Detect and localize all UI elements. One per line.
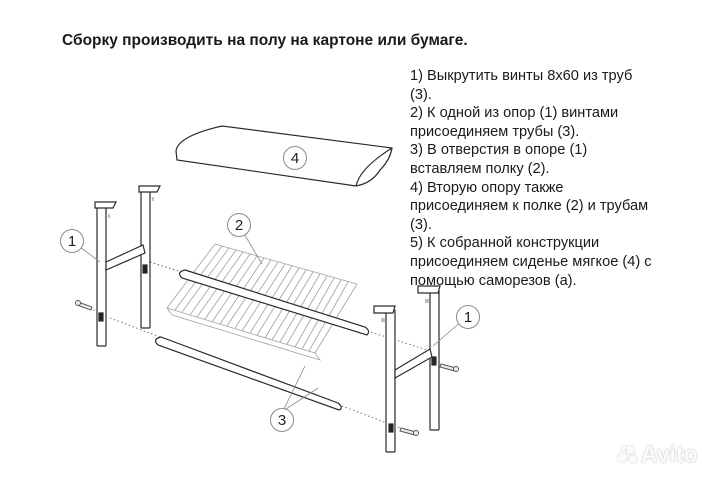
- instruction-line: помощью саморезов (а).: [410, 272, 577, 289]
- assembly-title: Сборку производить на полу на картоне ил…: [62, 32, 468, 49]
- screw-icon: [399, 363, 459, 436]
- svg-text:ı: ı: [152, 196, 154, 203]
- left-support-frame: ı ı: [94, 185, 161, 347]
- instruction-line: 5) К собранной конструкции: [410, 235, 600, 252]
- callout-seat: 4: [283, 146, 307, 170]
- instruction-line: 2) К одной из опор (1) винтами: [410, 105, 619, 122]
- instruction-line: присоединяем трубы (3).: [410, 123, 580, 140]
- callout-support-left: 1: [60, 229, 84, 253]
- assembly-instructions: 1) Выкрутить винты 8х60 из труб (3). 2) …: [410, 67, 710, 290]
- callout-tubes: 3: [270, 408, 294, 432]
- svg-text:ıı: ıı: [381, 317, 385, 324]
- instruction-line: 1) Выкрутить винты 8х60 из труб: [410, 68, 633, 84]
- tubes: [155, 269, 370, 411]
- instruction-line: 3) В отверстия в опоре (1): [410, 142, 588, 159]
- callout-support-right: 1: [456, 305, 480, 329]
- avito-watermark-text: Avito: [641, 441, 698, 467]
- instruction-line: вставляем полку (2).: [410, 160, 550, 177]
- instruction-line: присоединяем к полке (2) и трубам: [410, 198, 649, 215]
- instruction-line: (3).: [410, 216, 432, 233]
- right-support-frame: ıı ıı: [373, 285, 441, 453]
- instruction-line: присоединяем сиденье мягкое (4) с: [410, 253, 652, 270]
- svg-text:ıı: ıı: [425, 298, 429, 305]
- svg-text:ı: ı: [108, 213, 110, 220]
- avito-watermark: Avito: [618, 441, 698, 468]
- instruction-line: 4) Вторую опору также: [410, 179, 564, 196]
- avito-logo-icon: [618, 444, 638, 465]
- screw-icon: [75, 300, 93, 311]
- instruction-line: (3).: [410, 86, 432, 103]
- callout-shelf: 2: [227, 213, 251, 237]
